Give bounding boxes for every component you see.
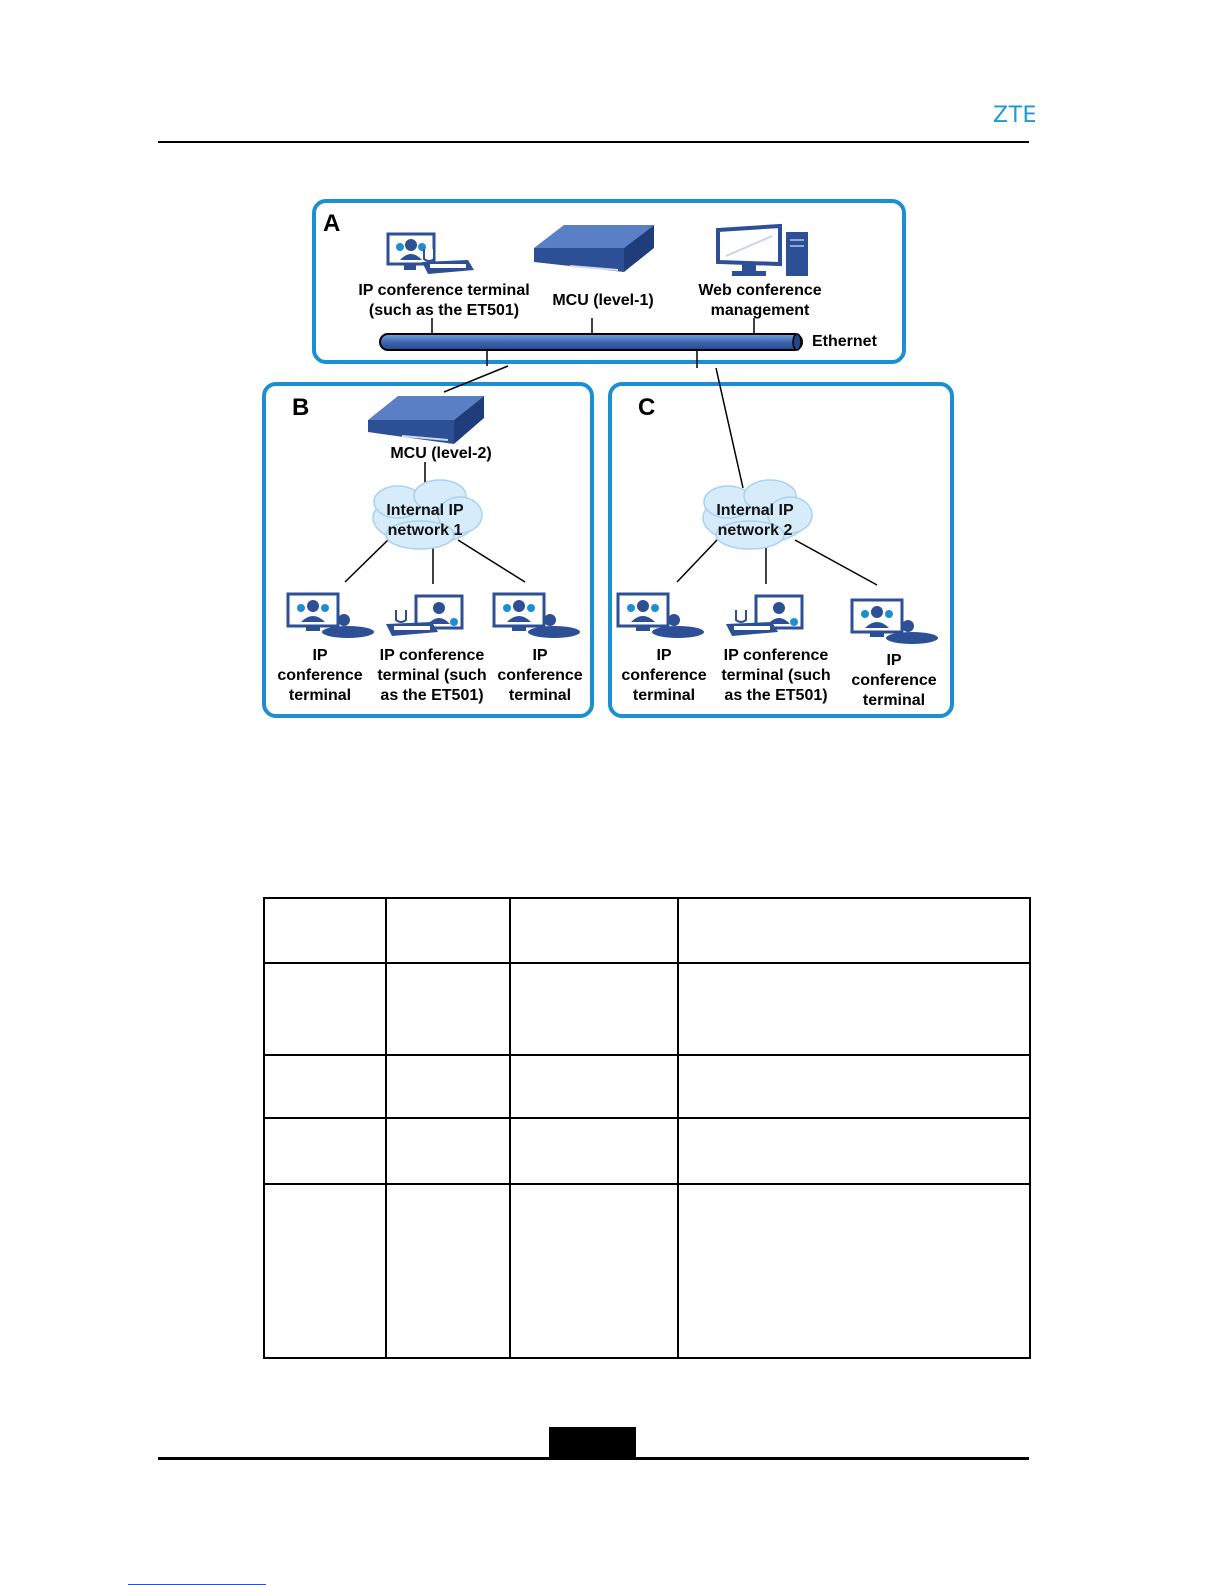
page-number-tab — [549, 1427, 636, 1459]
region-a-frame — [312, 199, 906, 364]
mcu-level2-label: MCU (level-2) — [390, 445, 492, 462]
region-b-letter: B — [292, 394, 310, 421]
connection-lines — [344, 318, 878, 586]
et501-terminal-icon-b2 — [386, 594, 464, 636]
ethernet-bus — [379, 333, 803, 351]
ip-terminal-icon-b1 — [286, 592, 374, 638]
mcu-level2-device — [368, 396, 484, 444]
table-row — [263, 962, 1031, 1056]
diagram-canvas — [262, 199, 954, 718]
table-row — [263, 897, 1031, 964]
zte-logo: ZTE — [993, 103, 1037, 128]
table-cell — [677, 897, 1031, 964]
table-cell — [263, 962, 387, 1056]
table-cell — [509, 897, 679, 964]
header-rule — [158, 141, 1029, 143]
table-cell — [509, 1117, 679, 1185]
table-cell — [677, 1054, 1031, 1119]
table-cell — [385, 1117, 511, 1185]
cloud-network-2-label: Internal IP network 2 — [716, 502, 794, 539]
mcu-level1-device — [534, 225, 654, 272]
web-management-label: Web conference management — [698, 282, 822, 319]
table-cell — [677, 1117, 1031, 1185]
table-row — [263, 1183, 1031, 1359]
network-diagram: A B C IP conference terminal (such as th… — [0, 0, 1225, 760]
region-b-frame — [262, 382, 594, 718]
table-cell — [509, 962, 679, 1056]
data-table — [263, 897, 1031, 1359]
region-b-terminal-1-label: IP conference terminal — [277, 647, 363, 704]
cloud-network-2 — [702, 479, 813, 550]
table-cell — [385, 962, 511, 1056]
et501-terminal-icon-a — [386, 232, 474, 274]
ip-terminal-icon-c3 — [850, 598, 938, 644]
region-b-terminal-3-label: IP conference terminal — [497, 647, 583, 704]
table-cell — [677, 1183, 1031, 1359]
region-c-terminal-3-label: IP conference terminal — [851, 652, 937, 709]
et501-terminal-icon-c2 — [726, 594, 804, 636]
cloud-network-1 — [372, 479, 483, 550]
cloud-network-1-label: Internal IP network 1 — [386, 502, 464, 539]
web-management-pc — [716, 223, 808, 276]
region-b-terminal-2-label: IP conference terminal (such as the ET50… — [377, 647, 487, 704]
table-cell — [263, 897, 387, 964]
table-row — [263, 1054, 1031, 1119]
mcu-level1-label: MCU (level-1) — [552, 292, 654, 309]
ethernet-label: Ethernet — [812, 333, 877, 350]
table-cell — [263, 1183, 387, 1359]
table-cell — [263, 1117, 387, 1185]
ip-terminal-icon-b3 — [492, 592, 580, 638]
region-c-letter: C — [638, 394, 656, 421]
footer-rule — [158, 1457, 1029, 1460]
region-a-letter: A — [323, 210, 341, 237]
table-cell — [509, 1054, 679, 1119]
ip-terminal-icon-c1 — [616, 592, 704, 638]
table-cell — [263, 1054, 387, 1119]
table-cell — [385, 1054, 511, 1119]
table-row — [263, 1117, 1031, 1185]
table-cell — [385, 1183, 511, 1359]
table-cell — [385, 897, 511, 964]
table-cell — [677, 962, 1031, 1056]
region-c-terminal-2-label: IP conference terminal (such as the ET50… — [721, 647, 831, 704]
region-a-terminal-label: IP conference terminal (such as the ET50… — [358, 282, 530, 319]
region-c-frame — [608, 382, 954, 718]
region-c-terminal-1-label: IP conference terminal — [621, 647, 707, 704]
table-cell — [509, 1183, 679, 1359]
